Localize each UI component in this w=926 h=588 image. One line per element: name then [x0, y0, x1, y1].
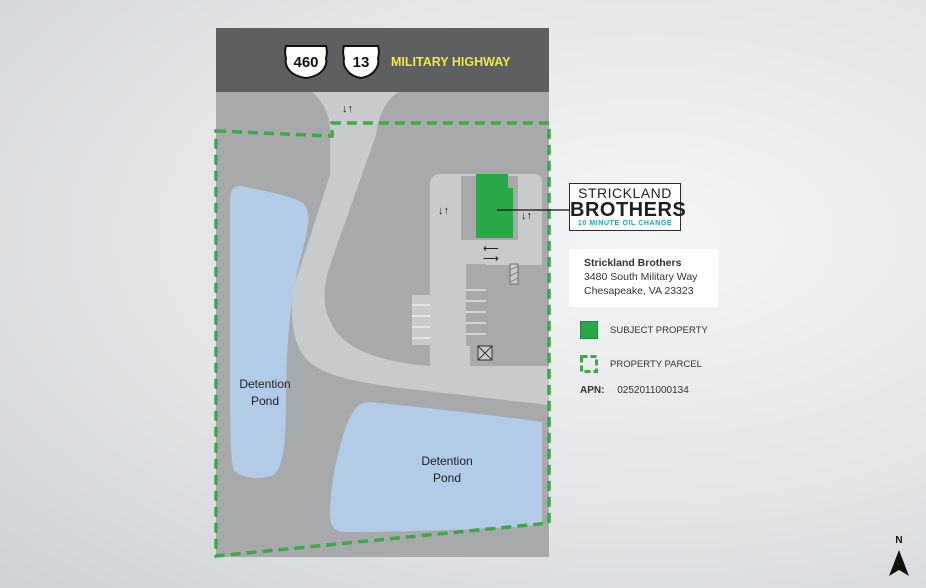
highway-name: MILITARY HIGHWAY	[391, 55, 511, 69]
dumpster-icon	[477, 345, 493, 361]
legend-subject-property: SUBJECT PROPERTY	[580, 321, 708, 339]
arrow-left-icon: ⟵	[483, 243, 499, 255]
address-card: Strickland Brothers 3480 South Military …	[569, 249, 718, 307]
detention-pond-south	[330, 402, 542, 532]
compass-label: N	[895, 535, 902, 546]
apn-row: APN: 0252011000134	[580, 385, 689, 396]
route-13-label: 13	[353, 54, 370, 71]
parcel-swatch-icon	[580, 355, 598, 373]
shield-13-icon: 13	[342, 45, 380, 80]
logo-tagline: 10 MINUTE OIL CHANGE	[577, 220, 673, 227]
subject-swatch-icon	[580, 321, 598, 339]
legend-subject-label: SUBJECT PROPERTY	[610, 324, 708, 336]
legend-parcel-label: PROPERTY PARCEL	[610, 358, 702, 370]
entrance-drive	[291, 92, 549, 405]
logo-line1: STRICKLAND	[578, 185, 672, 201]
subject-building	[476, 174, 513, 238]
arrow-right-icon: ⟶	[483, 253, 499, 265]
north-arrow-icon: N	[889, 535, 909, 576]
address-street: 3480 South Military Way	[584, 271, 698, 283]
detention-pond-west	[230, 186, 309, 478]
parking-median	[466, 264, 486, 346]
apn-value: 0252011000134	[617, 385, 689, 396]
property-parcel-outline	[214, 121, 551, 558]
pond-south-label-line1: Detention	[421, 454, 472, 468]
apn-label: APN:	[580, 385, 605, 396]
legend-property-parcel: PROPERTY PARCEL	[580, 355, 702, 373]
shield-460-icon: 460	[284, 45, 328, 80]
pond-south-label-line2: Pond	[433, 471, 461, 485]
military-highway-road	[216, 28, 549, 92]
traffic-arrows: ↓↑ ↓↑ ↓↑ ⟵ ⟶	[342, 103, 532, 265]
address-city: Chesapeake, VA 23323	[584, 285, 694, 297]
pond-west-label-line2: Pond	[251, 394, 279, 408]
logo-line2: BROTHERS	[570, 199, 687, 221]
arrow-entrance-icon: ↓↑	[342, 103, 353, 115]
address-name: Strickland Brothers	[584, 257, 682, 269]
pond-west-label-line1: Detention	[239, 377, 290, 391]
strickland-brothers-logo: STRICKLAND BROTHERS 10 MINUTE OIL CHANGE	[569, 183, 687, 231]
parking-stalls	[412, 289, 486, 339]
arrow-west-aisle-icon: ↓↑	[438, 205, 449, 217]
route-460-label: 460	[293, 54, 318, 71]
arrow-east-aisle-icon: ↓↑	[521, 210, 532, 222]
